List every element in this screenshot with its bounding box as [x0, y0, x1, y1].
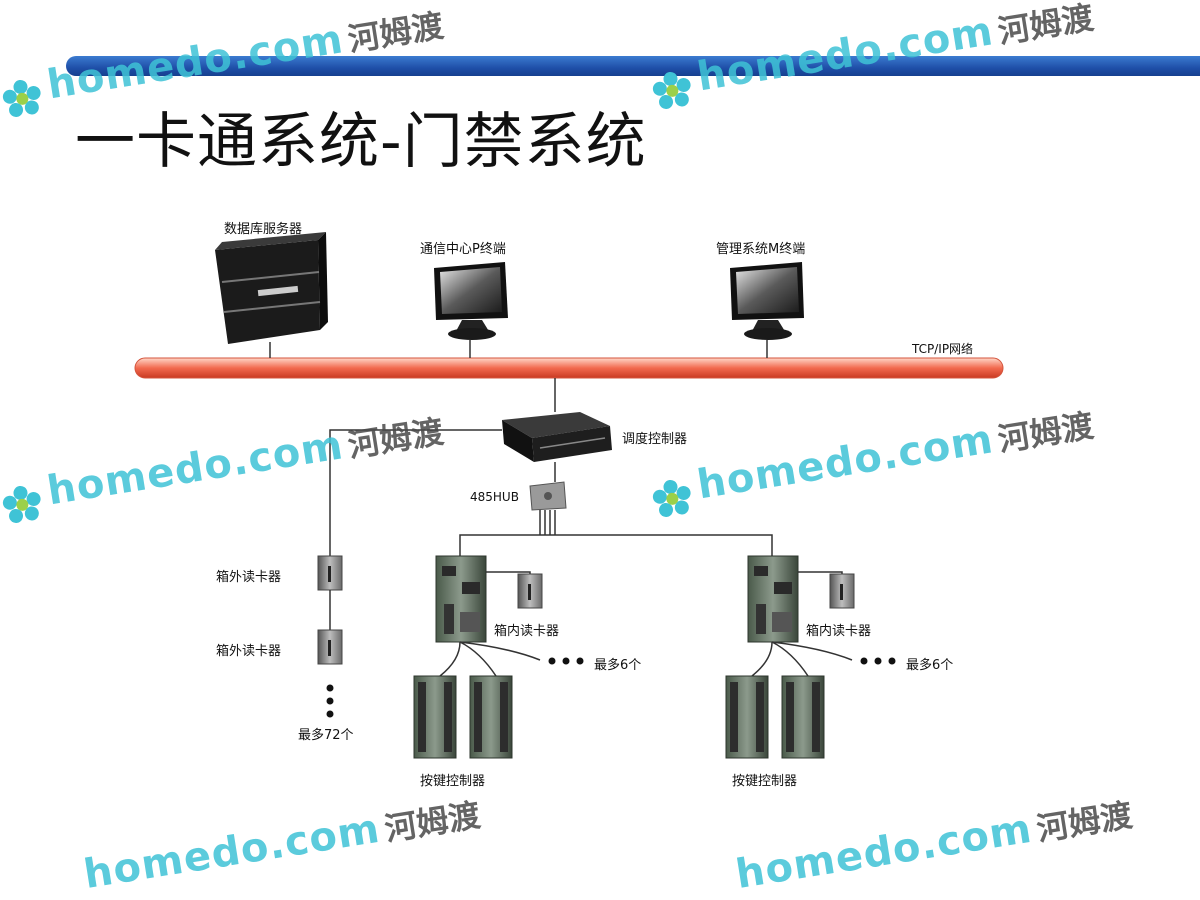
tcp-ip-network-line [134, 357, 1004, 379]
outer-max-label: 最多72个 [298, 728, 354, 743]
comm-terminal-monitor-icon [434, 262, 508, 340]
right-key-controller-2-icon [781, 675, 825, 759]
inner-reader-left-icon [517, 573, 543, 609]
dispatch-controller-label: 调度控制器 [622, 432, 688, 447]
left-key-controller-2-icon [469, 675, 513, 759]
max-right-label: 最多6个 [906, 658, 954, 673]
title-bar [66, 56, 1200, 76]
max-left-label: 最多6个 [594, 658, 642, 673]
key-controller-left-label: 按键控制器 [420, 774, 486, 789]
left-door-controller-board-icon [435, 555, 487, 643]
right-ellipsis-dots [860, 657, 896, 665]
page-title: 一卡通系统-门禁系统 [75, 107, 647, 177]
db-server-label: 数据库服务器 [224, 222, 303, 237]
database-server-icon [215, 232, 328, 344]
right-door-controller-board-icon [747, 555, 799, 643]
left-ellipsis-dots [548, 657, 584, 665]
485hub-icon [529, 481, 567, 535]
hub-label: 485HUB [470, 490, 519, 504]
right-key-controller-1-icon [725, 675, 769, 759]
outer-reader-2-label: 箱外读卡器 [216, 644, 282, 659]
key-controller-right-label: 按键控制器 [732, 774, 798, 789]
outer-reader-1-icon [317, 555, 343, 591]
network-label: TCP/IP网络 [912, 342, 974, 356]
inner-reader-right-icon [829, 573, 855, 609]
left-key-controller-1-icon [413, 675, 457, 759]
mgmt-terminal-label: 管理系统M终端 [716, 242, 806, 257]
mgmt-terminal-monitor-icon [730, 262, 804, 340]
outer-reader-1-label: 箱外读卡器 [216, 570, 282, 585]
outer-ellipsis-dots [326, 684, 334, 718]
dispatch-controller-icon [502, 412, 612, 462]
inner-reader-left-label: 箱内读卡器 [494, 624, 560, 639]
comm-terminal-label: 通信中心P终端 [420, 242, 506, 257]
outer-reader-2-icon [317, 629, 343, 665]
inner-reader-right-label: 箱内读卡器 [806, 624, 872, 639]
